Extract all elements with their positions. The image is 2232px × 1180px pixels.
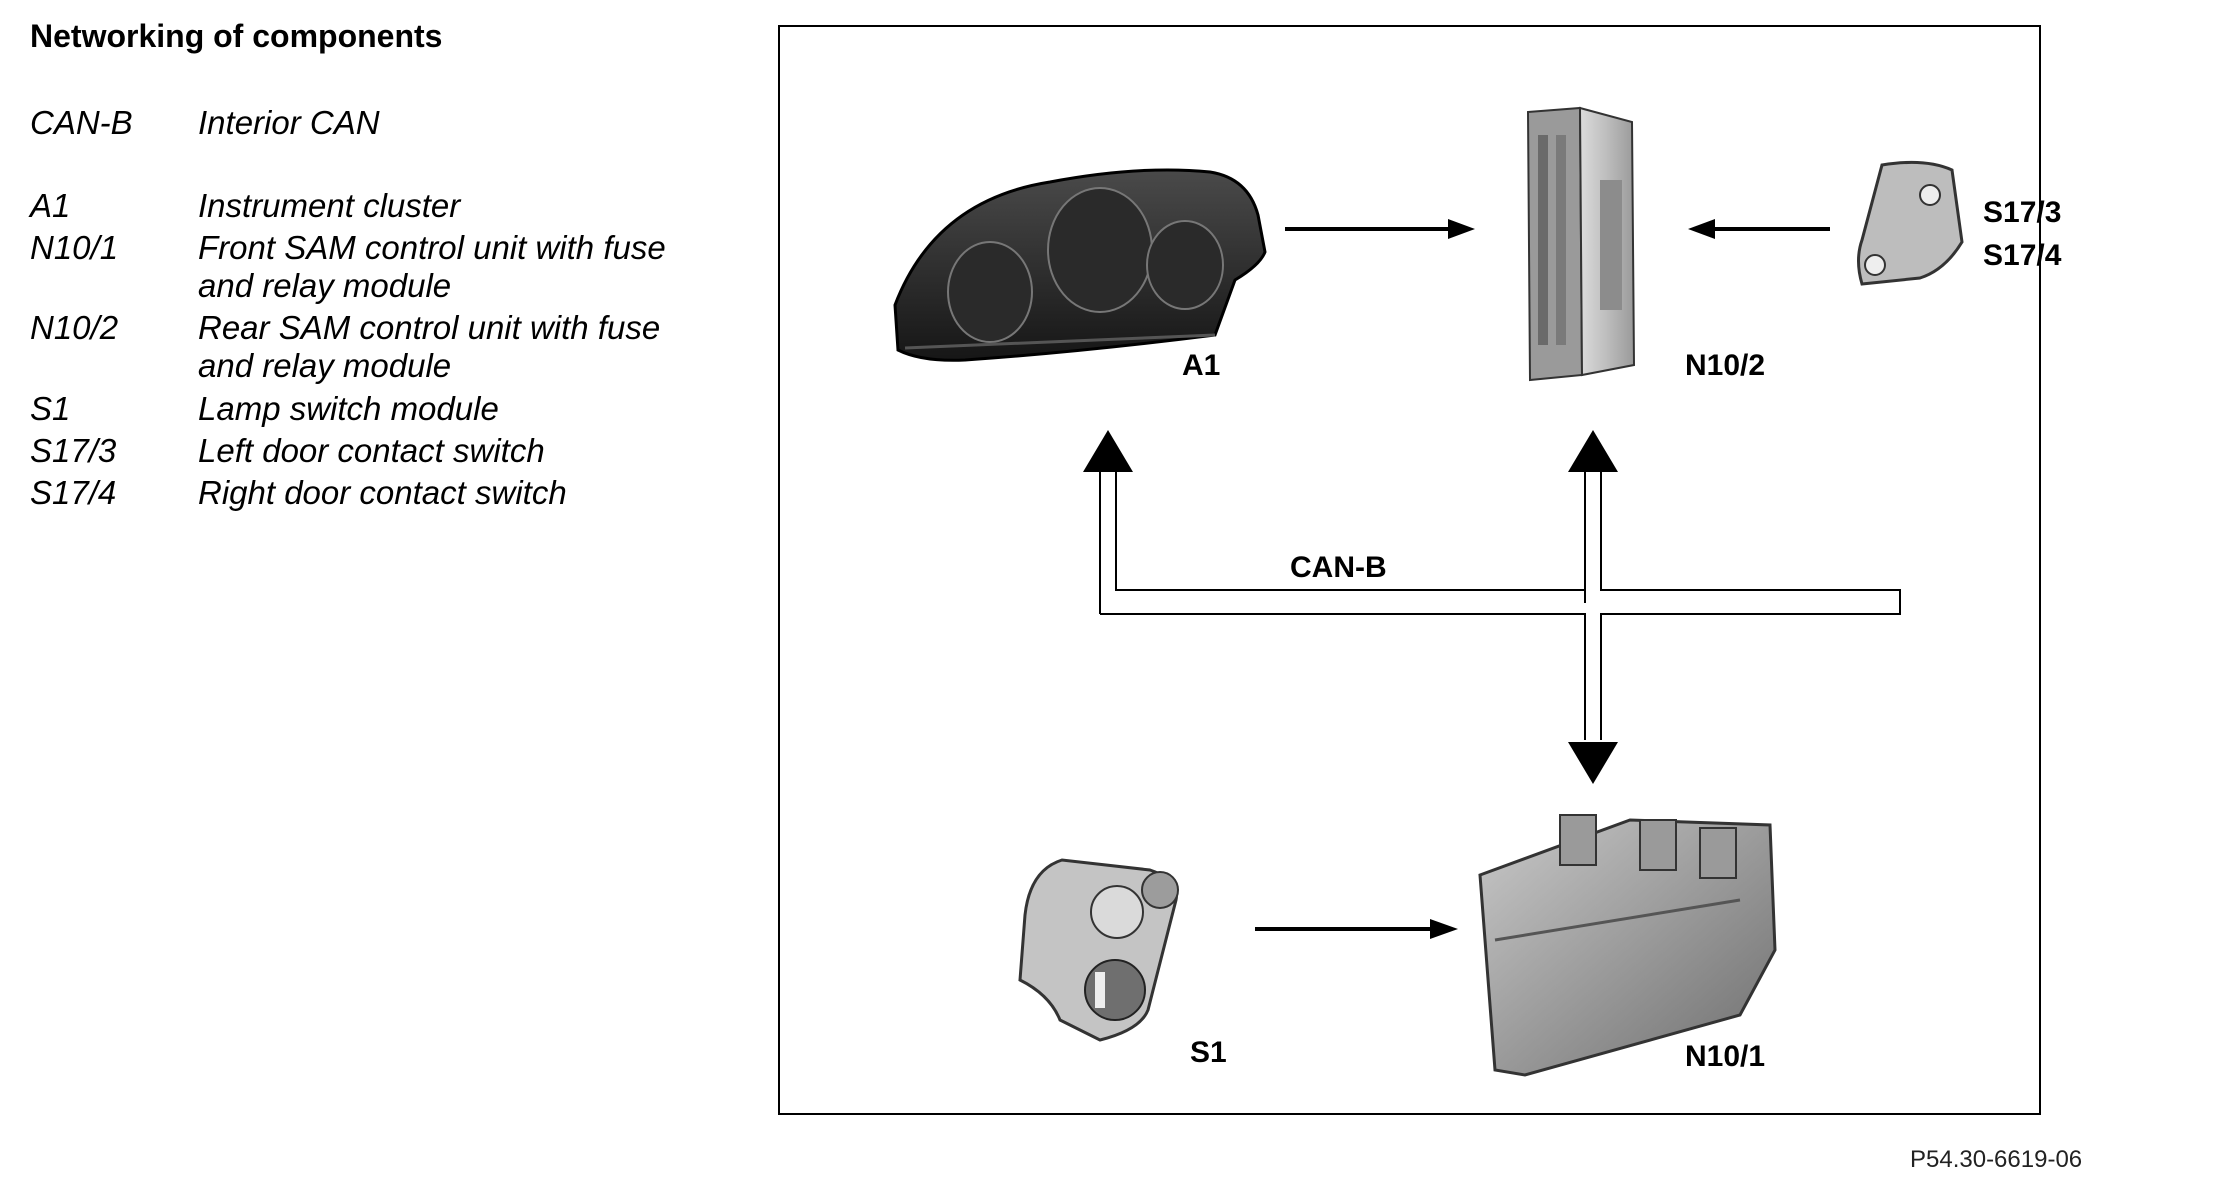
legend-code: A1	[30, 187, 71, 224]
can-b-bus	[1083, 430, 1901, 784]
page-title: Networking of components	[30, 18, 443, 54]
arrow-s1-to-n10-1	[1255, 919, 1458, 939]
legend-code: S17/3	[30, 432, 117, 469]
arrowhead-down-n10-1	[1568, 742, 1618, 784]
door-contact-switch-icon	[1857, 160, 1964, 286]
component-label-s17-3: S17/3	[1983, 196, 2061, 229]
figure-id: P54.30-6619-06	[1910, 1146, 2083, 1173]
legend-code: CAN-B	[30, 104, 133, 141]
front-sam-module-icon	[1478, 814, 1777, 1077]
diagram-frame	[778, 25, 2041, 1115]
legend-code: N10/1	[30, 229, 119, 266]
legend-description: Rear SAM control unit with fuse and rela…	[198, 309, 661, 384]
legend-description: Instrument cluster	[198, 187, 461, 224]
legend-description: Front SAM control unit with fuse and rel…	[198, 229, 666, 304]
rear-sam-module-icon	[1526, 106, 1636, 382]
component-label-s17-4: S17/4	[1983, 239, 2062, 272]
component-label-n10-2: N10/2	[1685, 349, 1765, 382]
arrow-a1-to-n10-2	[1285, 219, 1475, 239]
legend-description: Left door contact switch	[198, 432, 545, 469]
lamp-switch-icon	[1018, 858, 1179, 1042]
legend-description: Lamp switch module	[198, 390, 499, 427]
legend-description: Interior CAN	[198, 104, 380, 141]
arrow-s17-to-n10-2	[1688, 219, 1830, 239]
component-label-s1: S1	[1190, 1036, 1227, 1069]
arrowhead-up-n10-2	[1568, 430, 1618, 472]
legend-code: N10/2	[30, 309, 119, 346]
instrument-cluster-icon	[893, 168, 1267, 362]
legend-code: S17/4	[30, 474, 117, 511]
bus-label: CAN-B	[1290, 551, 1387, 584]
legend-description: Right door contact switch	[198, 474, 567, 511]
component-label-n10-1: N10/1	[1685, 1040, 1765, 1073]
legend-code: S1	[30, 390, 71, 427]
component-label-a1: A1	[1182, 349, 1220, 382]
arrowhead-up-a1	[1083, 430, 1133, 472]
